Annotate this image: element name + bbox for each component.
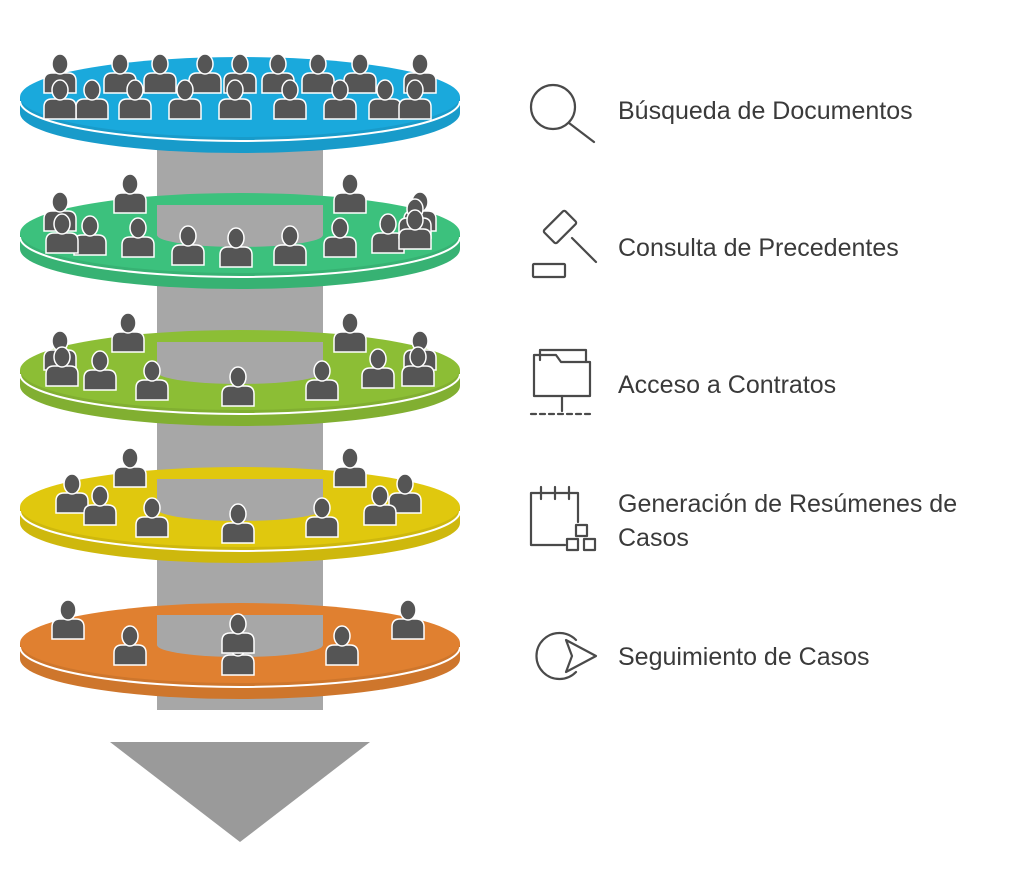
person-icon [218, 79, 252, 120]
level-1-row: Búsqueda de Documentos [529, 83, 913, 144]
magnifier-icon [529, 83, 596, 144]
person-icon [301, 53, 335, 94]
person-icon [83, 350, 117, 391]
person-icon [55, 473, 89, 514]
column-segment [157, 342, 323, 384]
person-icon [188, 53, 222, 94]
person-icon [111, 312, 145, 353]
person-icon [75, 79, 109, 120]
person-icon [221, 503, 255, 544]
person-icon [273, 79, 307, 120]
calendar-tasks-icon [529, 485, 597, 552]
person-icon [45, 213, 79, 254]
disc-level-3 [19, 312, 461, 426]
person-icon [333, 173, 367, 214]
down-arrow [110, 742, 370, 842]
person-icon [343, 53, 377, 94]
disc-level-1 [19, 53, 461, 153]
person-icon [273, 225, 307, 266]
person-icon [168, 79, 202, 120]
person-icon [113, 625, 147, 666]
level-2-label: Consulta de Precedentes [618, 234, 899, 262]
person-icon [113, 447, 147, 488]
send-circle-icon [535, 631, 598, 681]
person-icon [135, 360, 169, 401]
disc-level-2 [19, 173, 461, 289]
person-icon [323, 79, 357, 120]
person-icon [73, 215, 107, 256]
person-icon [371, 213, 405, 254]
disc-level-5 [19, 599, 461, 699]
person-icon [118, 79, 152, 120]
person-icon [121, 217, 155, 258]
person-icon [323, 217, 357, 258]
person-icon [221, 613, 255, 654]
level-5-row: Seguimiento de Casos [535, 631, 870, 681]
person-icon [43, 79, 77, 120]
person-icon [135, 497, 169, 538]
person-icon [171, 225, 205, 266]
person-icon [83, 485, 117, 526]
person-icon [361, 348, 395, 389]
person-icon [398, 79, 432, 120]
person-icon [221, 366, 255, 407]
column-segment [157, 479, 323, 521]
level-5-label: Seguimiento de Casos [618, 643, 870, 671]
person-icon [113, 173, 147, 214]
level-3-label: Acceso a Contratos [618, 371, 836, 399]
person-icon [398, 209, 432, 250]
person-icon [143, 53, 177, 94]
discs [19, 53, 461, 699]
network-folder-icon [529, 348, 596, 416]
person-icon [391, 599, 425, 640]
person-icon [305, 360, 339, 401]
disc-level-4 [19, 447, 461, 563]
person-icon [363, 485, 397, 526]
person-icon [325, 625, 359, 666]
level-1-label: Búsqueda de Documentos [618, 97, 913, 125]
level-2-row: Consulta de Precedentes [531, 209, 899, 279]
person-icon [333, 312, 367, 353]
person-icon [45, 346, 79, 387]
level-3-row: Acceso a Contratos [529, 348, 836, 416]
person-icon [305, 497, 339, 538]
person-icon [333, 447, 367, 488]
person-icon [219, 227, 253, 268]
person-icon [388, 473, 422, 514]
gavel-icon [531, 209, 598, 279]
person-icon [401, 346, 435, 387]
person-icon [51, 599, 85, 640]
